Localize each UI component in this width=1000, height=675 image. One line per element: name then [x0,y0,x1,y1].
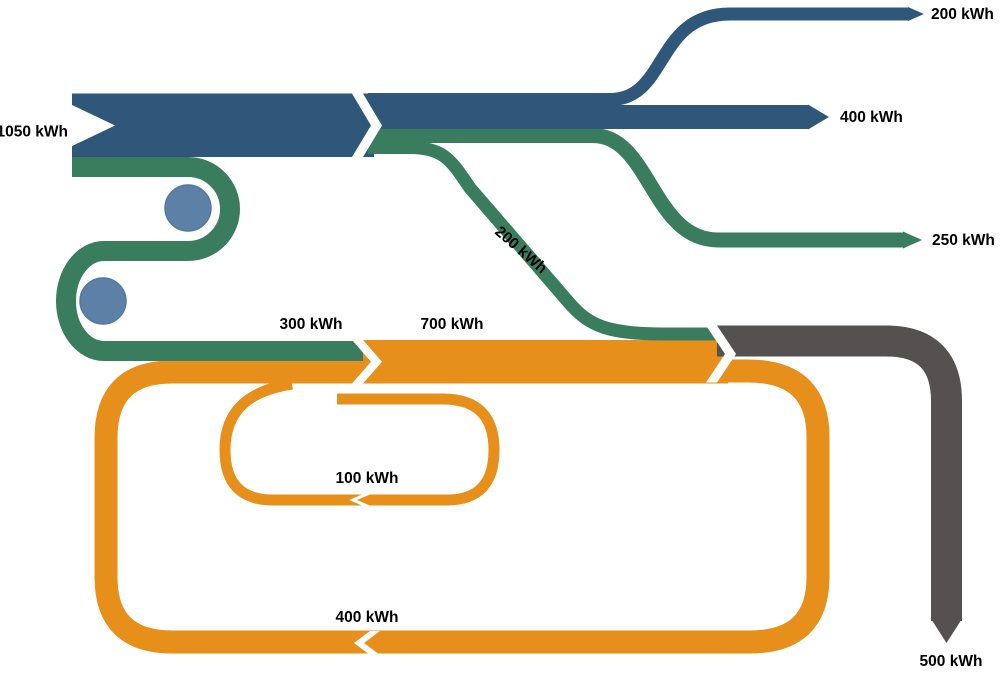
break-chevron-lower-band [352,340,382,384]
break-chevron-blue-band [352,93,382,157]
label-output-250: 250 kWh [932,232,995,249]
arrowhead-output-250 [903,231,922,249]
arrowhead-output-500 [930,618,963,643]
label-transfer-200: 200 kWh [491,223,550,277]
process-node-circle-top [164,184,212,232]
flow-output-green-250 [368,128,903,248]
label-loop-400: 400 kWh [336,609,399,626]
break-chevron-self-loop [349,494,370,506]
flow-main-input [72,93,374,157]
flow-self-loop-100 [219,378,500,506]
flow-merged-main-700 [363,340,728,384]
label-loop-100: 100 kWh [336,470,399,487]
break-chevron-junction [706,325,736,383]
flow-transfer-diagonal-200 [368,141,728,341]
arrowhead-output-200 [908,7,924,21]
label-output-400: 400 kWh [840,109,903,126]
input-tail-notch [70,104,115,147]
break-chevron-return-loop [354,631,380,655]
label-main-700: 700 kWh [421,316,484,333]
label-input-1050: 1050 kWh [0,124,68,141]
label-output-200: 200 kWh [931,6,994,23]
flow-output-top-200 [368,7,908,106]
label-output-500: 500 kWh [920,653,983,670]
arrowhead-output-400 [808,104,829,130]
flow-return-loop-400 [94,359,830,654]
label-feed-300: 300 kWh [280,316,343,333]
flow-feed-serpentine-300 [56,157,374,361]
process-node-circle-bottom [79,277,127,325]
flow-output-bottom-500 [717,325,962,621]
